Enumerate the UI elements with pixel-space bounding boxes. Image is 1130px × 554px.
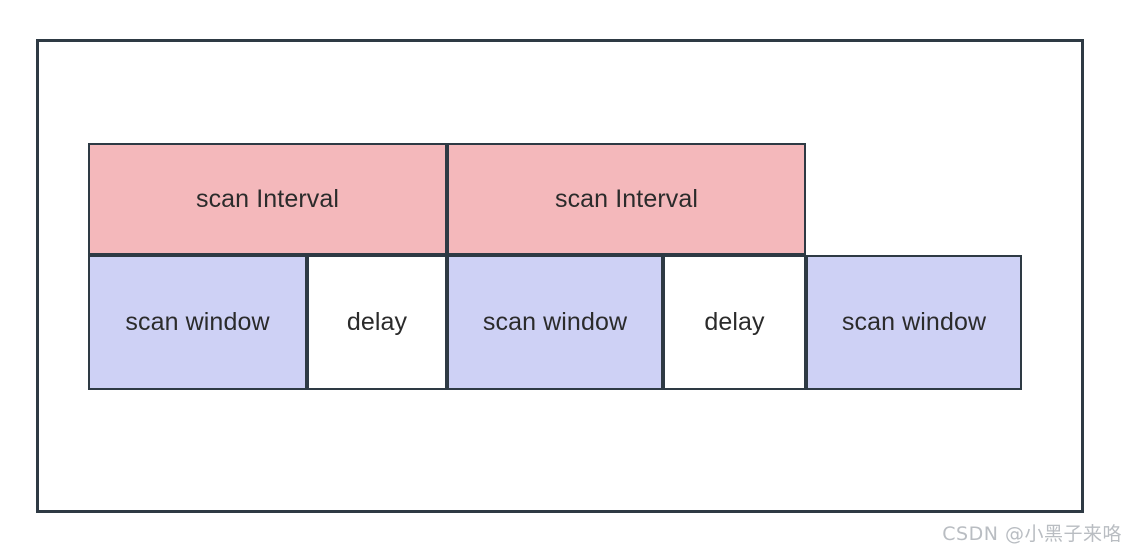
csdn-watermark: CSDN @小黑子来咯 <box>942 523 1122 545</box>
diagram-box-window: scan window <box>447 255 663 390</box>
diagram-box-window: scan window <box>88 255 307 390</box>
diagram-box-delay: delay <box>663 255 806 390</box>
diagram-box-label: delay <box>704 308 765 336</box>
diagram-box-label: scan window <box>125 308 270 336</box>
diagram-box-label: scan window <box>482 308 628 336</box>
diagram-box-label: scan window <box>841 308 987 336</box>
outer-frame <box>36 39 1084 513</box>
diagram-box-interval: scan Interval <box>447 143 806 255</box>
diagram-box-label: delay <box>346 308 408 336</box>
diagram-box-window: scan window <box>806 255 1022 390</box>
diagram-box-delay: delay <box>307 255 447 390</box>
diagram-box-label: scan Interval <box>195 184 340 213</box>
diagram-box-label: scan Interval <box>554 184 699 213</box>
diagram-box-interval: scan Interval <box>88 143 447 255</box>
